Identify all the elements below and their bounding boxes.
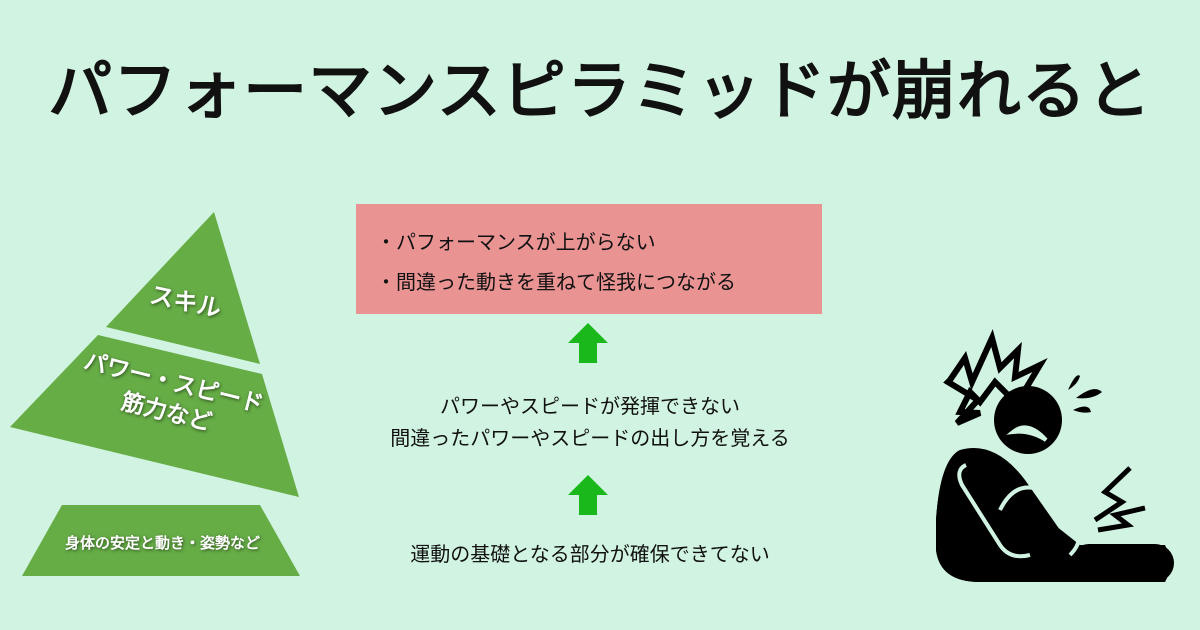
result-box: ・パフォーマンスが上がらない ・間違った動きを重ねて怪我につながる: [356, 204, 822, 314]
arrow-up-icon: [568, 323, 608, 363]
result-item: ・パフォーマンスが上がらない: [376, 230, 656, 254]
page-title: パフォーマンスピラミッドが崩れると: [48, 55, 1152, 129]
middle-text-line1: パワーやスピードが発揮できない: [440, 394, 740, 418]
pyramid-middle-power: [10, 335, 299, 497]
result-item: ・間違った動きを重ねて怪我につながる: [376, 270, 736, 294]
pyramid-bottom-label: 身体の安定と動き・姿勢など: [64, 534, 260, 552]
pyramid-bottom-base: [22, 505, 300, 576]
bottom-text: 運動の基礎となる部分が確保できてない: [410, 542, 770, 566]
arrow-up-icon: [568, 475, 608, 515]
middle-text: パワーやスピードが発揮できない 間違ったパワーやスピードの出し方を覚える: [330, 390, 850, 454]
injured-person-icon: [936, 329, 1174, 582]
pyramid-top-skill: [106, 212, 260, 364]
middle-text-line2: 間違ったパワーやスピードの出し方を覚える: [390, 426, 790, 450]
